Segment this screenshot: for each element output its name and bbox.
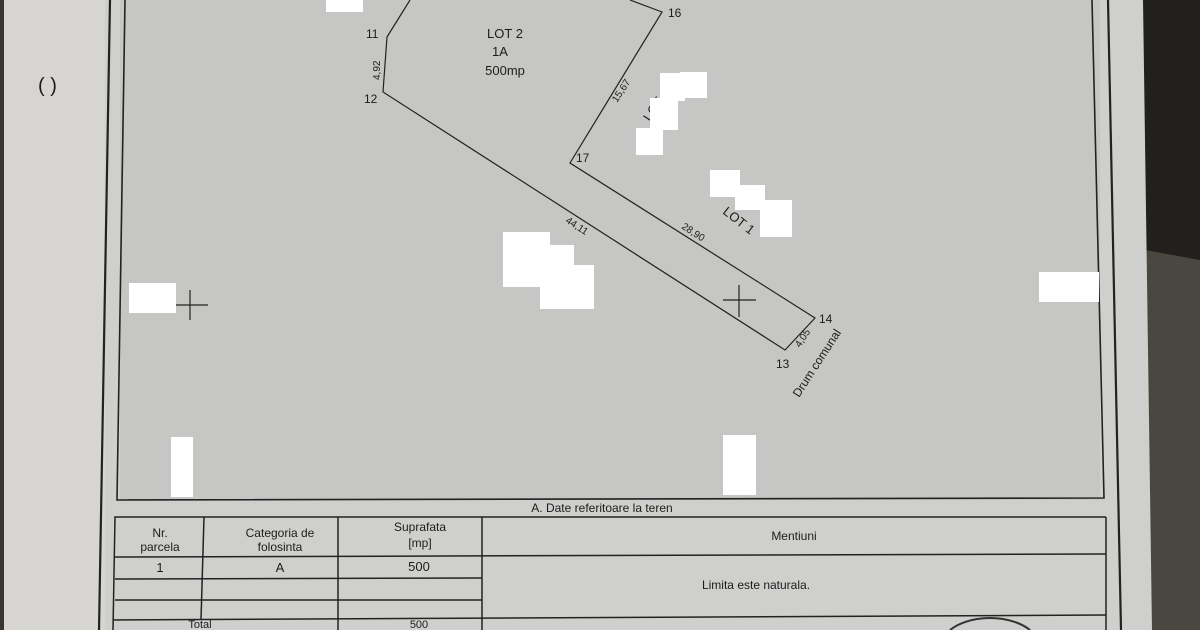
total-value: 500 — [410, 619, 428, 630]
lot2-area: 500mp — [485, 63, 525, 78]
paper-margin — [0, 0, 105, 630]
cell-categoria: A — [276, 560, 285, 575]
total-label: Total — [188, 619, 211, 630]
cell-nr: 1 — [156, 560, 163, 575]
grid-cross-mark — [723, 285, 756, 317]
point-label: 16 — [668, 6, 682, 20]
point-label: 13 — [776, 357, 790, 371]
punch-mark: ( ) — [38, 75, 57, 97]
header-nr-parcela: Nr. — [152, 526, 167, 540]
drawing-area — [120, 0, 1100, 500]
header-mentiuni: Mentiuni — [771, 529, 816, 543]
outer-border-right — [1106, 0, 1123, 630]
header-nr-parcela: parcela — [140, 540, 180, 554]
stamp-seal — [949, 617, 1031, 630]
point-label: 17 — [576, 151, 590, 165]
data-table-grid — [112, 516, 1107, 630]
parcel-boundary — [382, 0, 816, 351]
lot2-name: LOT 2 — [487, 26, 523, 41]
paper-edge — [0, 0, 4, 630]
point-label: 12 — [364, 92, 378, 106]
distance-label: 4,92 — [372, 60, 383, 80]
point-label: 14 — [819, 312, 833, 326]
redaction-boxes — [129, 0, 1099, 497]
header-suprafata: [mp] — [408, 536, 431, 550]
point-label: 11 — [366, 27, 379, 41]
cell-mentiuni: Limita este naturala. — [702, 578, 810, 592]
lot2-code: 1A — [492, 44, 508, 59]
outer-border-left — [97, 0, 112, 630]
cell-suprafata: 500 — [408, 559, 430, 574]
drawing-frame — [116, 0, 1105, 501]
header-categoria: Categoria de — [246, 526, 315, 540]
header-categoria: folosinta — [258, 540, 303, 554]
grid-cross-mark — [176, 290, 208, 320]
background-object — [1145, 250, 1200, 630]
section-title: A. Date referitoare la teren — [531, 501, 672, 515]
header-suprafata: Suprafata — [394, 520, 446, 534]
